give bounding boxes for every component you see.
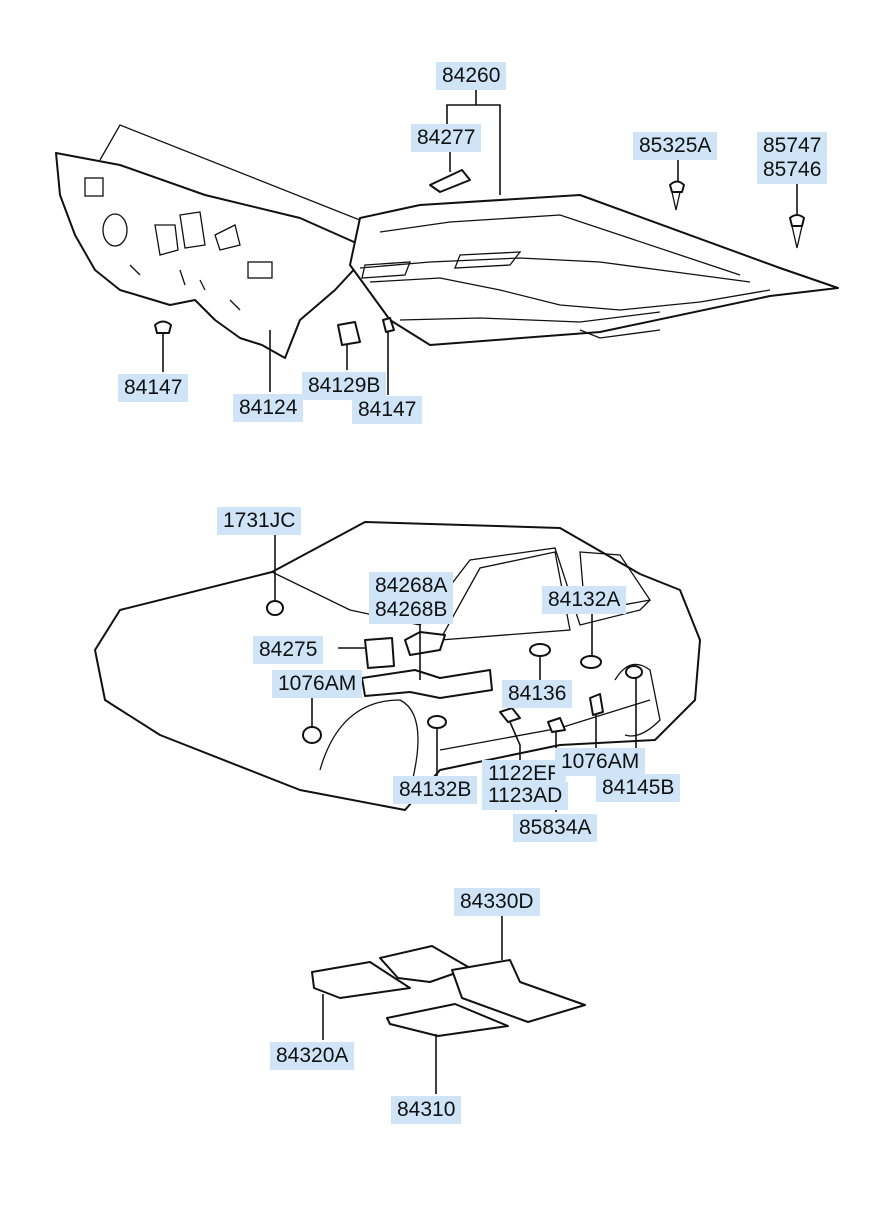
part-label-1076AM-right[interactable]: 1076AM [555, 748, 646, 776]
leader-lines-bottom [322, 912, 503, 1094]
part-label-84310[interactable]: 84310 [391, 1096, 462, 1124]
part-label-84268A[interactable]: 84268A [369, 572, 454, 600]
part-label-84129B[interactable]: 84129B [302, 372, 387, 400]
part-label-85746[interactable]: 85746 [757, 156, 828, 184]
part-label-1076AM-left[interactable]: 1076AM [272, 670, 363, 698]
part-label-1123AD[interactable]: 1123AD [482, 782, 569, 810]
dash-insulator-pad [55, 124, 381, 359]
leader-lines-top [162, 88, 798, 395]
part-label-84277[interactable]: 84277 [411, 124, 482, 152]
part-label-84275[interactable]: 84275 [253, 636, 324, 664]
part-label-84320A[interactable]: 84320A [270, 1042, 355, 1070]
floor-mats [311, 945, 586, 1037]
part-label-1731JC[interactable]: 1731JC [217, 507, 302, 535]
part-label-84132B[interactable]: 84132B [393, 776, 478, 804]
part-label-84124[interactable]: 84124 [233, 394, 304, 422]
part-label-84260[interactable]: 84260 [436, 62, 507, 90]
part-label-84136[interactable]: 84136 [502, 680, 573, 708]
small-clips-top [154, 169, 805, 346]
part-label-85834A[interactable]: 85834A [513, 814, 598, 842]
part-label-84268B[interactable]: 84268B [369, 596, 454, 624]
part-label-84132A[interactable]: 84132A [542, 586, 627, 614]
part-label-84147-right[interactable]: 84147 [352, 396, 423, 424]
part-label-84330D[interactable]: 84330D [454, 888, 540, 916]
part-label-85325A[interactable]: 85325A [633, 132, 718, 160]
car-parts [266, 600, 643, 744]
part-label-84147-left[interactable]: 84147 [118, 374, 189, 402]
part-label-85747[interactable]: 85747 [757, 132, 828, 160]
floor-covering [349, 194, 839, 346]
part-label-84145B[interactable]: 84145B [596, 774, 681, 802]
